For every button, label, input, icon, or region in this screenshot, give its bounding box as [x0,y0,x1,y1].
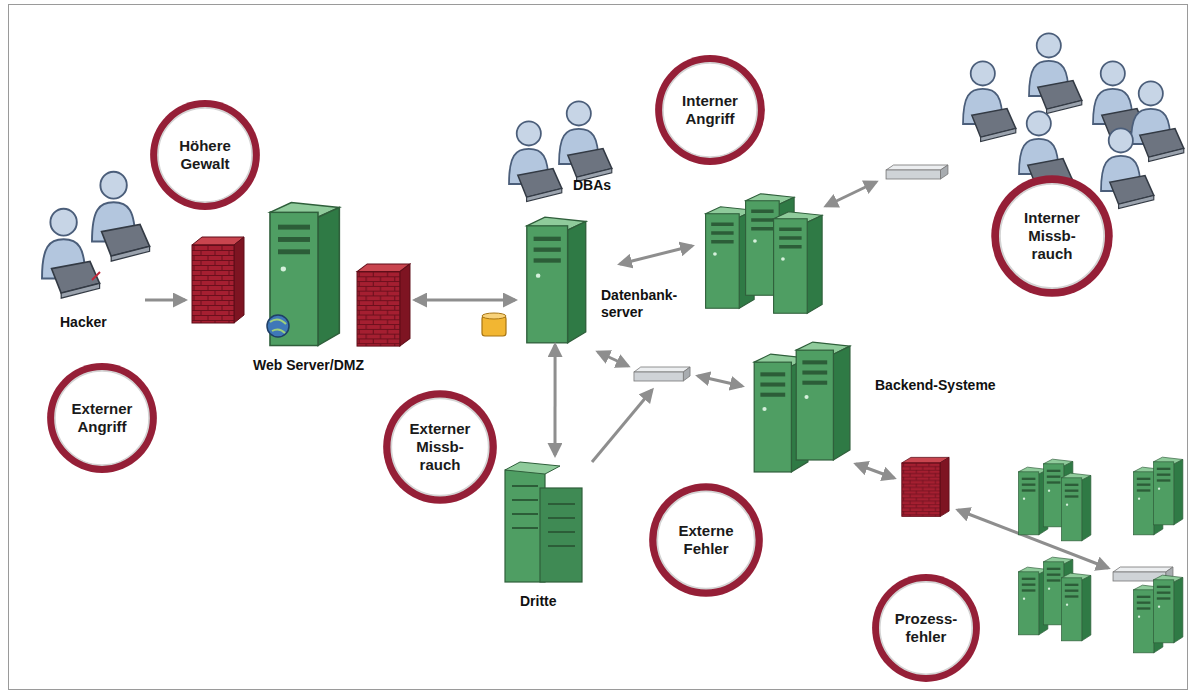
node-label: Web Server/DMZ [253,357,364,374]
node-label: Hacker [60,314,107,331]
risk-circle: Interner Angriff [654,54,766,166]
connector-arrow [145,299,185,302]
third-party-building: Dritte [495,455,595,615]
backend-systems: Backend-Systeme [745,335,1010,475]
risk-label: Externer Angriff [61,400,143,436]
web-server-dmz: Web Server/DMZ [185,195,415,380]
risk-circle: Prozess- fehler [871,573,981,683]
node-label: Backend-Systeme [875,377,996,394]
hacker-group: Hacker [30,160,145,335]
admin-group: DBAs [495,95,625,207]
risk-circle: Externer Angriff [46,362,158,474]
risk-circle: Höhere Gewalt [149,99,261,211]
node-label: Dritte [520,593,557,610]
risk-circle: Externe Fehler [648,482,764,598]
connector-arrow [554,345,557,455]
risk-label: Externer Missb- rauch [399,420,481,474]
risk-circle: Interner Missb- rauch [990,174,1114,298]
node-label: DBAs [573,177,611,194]
risk-circle: Externer Missb- rauch [382,389,498,505]
risk-label: Prozess- fehler [885,610,967,646]
node-label: Datenbank- server [601,287,689,321]
database-server: Datenbank- server [515,215,690,345]
connector-arrow [415,299,515,302]
risk-label: Externe Fehler [665,522,747,558]
risk-label: Interner Missb- rauch [1011,209,1093,263]
risk-label: Interner Angriff [669,92,751,128]
risk-label: Höhere Gewalt [164,137,246,173]
